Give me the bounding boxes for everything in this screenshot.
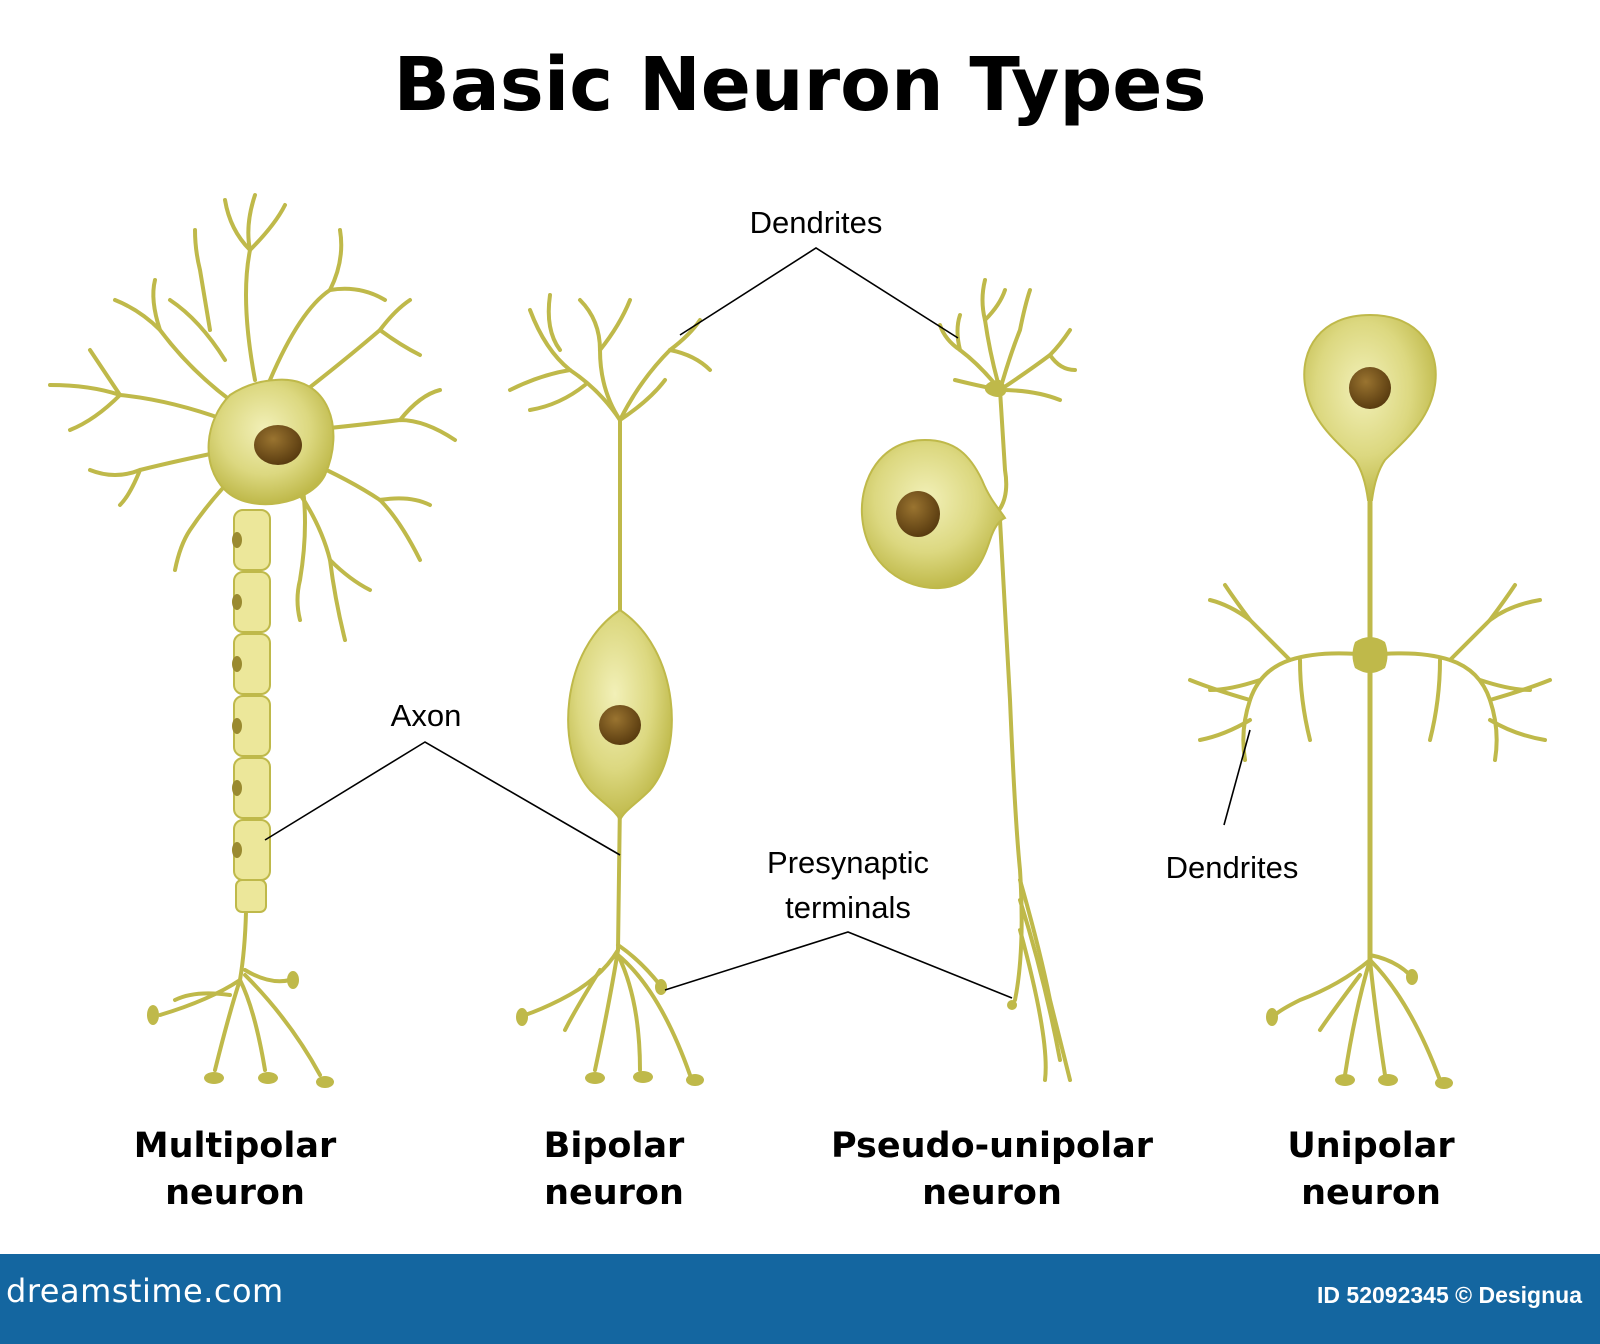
label-presynaptic-line2: terminals (785, 890, 911, 925)
pseudo-unipolar-neuron (860, 278, 1077, 1082)
brand-logo-text[interactable]: dreamstime.com (6, 1272, 284, 1310)
unipolar-name-line2: neuron (1301, 1173, 1441, 1213)
myelin-sheath (232, 509, 271, 913)
unipolar-nucleus (1349, 367, 1391, 409)
pseudo-unipolar-nucleus (896, 491, 940, 537)
unipolar-name-line1: Unipolar (1287, 1126, 1455, 1166)
label-axon: Axon (391, 698, 462, 733)
pseudo-unipolar-name-line1: Pseudo-unipolar (831, 1126, 1154, 1166)
diagram-title: Basic Neuron Types (393, 42, 1206, 128)
leader-lines (264, 247, 1251, 999)
multipolar-name-line1: Multipolar (134, 1126, 337, 1166)
multipolar-neuron (48, 193, 457, 1088)
bipolar-neuron (508, 293, 712, 1086)
label-dendrites-right: Dendrites (1166, 850, 1299, 885)
multipolar-nucleus (254, 425, 302, 465)
bipolar-name-line2: neuron (544, 1173, 684, 1213)
multipolar-name-line2: neuron (165, 1173, 305, 1213)
pseudo-unipolar-name-line2: neuron (922, 1173, 1062, 1213)
bipolar-nucleus (599, 705, 641, 745)
unipolar-neuron (1188, 313, 1552, 1089)
bipolar-name-line1: Bipolar (544, 1126, 685, 1166)
footer-bar: dreamstime.com ID 52092345 © Designua (0, 1254, 1600, 1344)
label-dendrites-top: Dendrites (750, 205, 883, 240)
label-presynaptic-line1: Presynaptic (767, 845, 929, 880)
image-credit: ID 52092345 © Designua (1317, 1282, 1582, 1308)
neuron-types-diagram: Basic Neuron Types (48, 42, 1552, 1213)
